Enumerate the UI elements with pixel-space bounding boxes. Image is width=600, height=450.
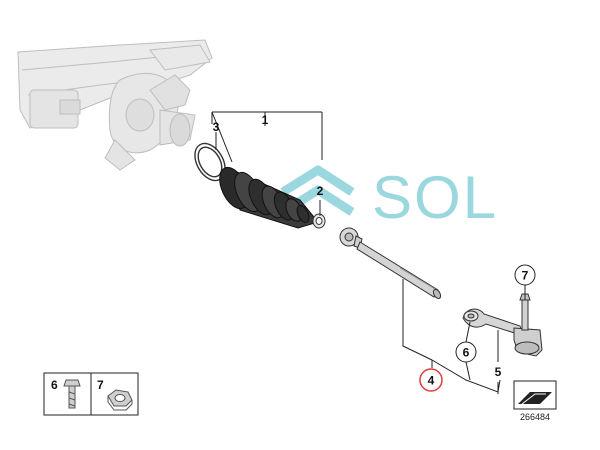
- callout-5-label: 5: [495, 365, 502, 379]
- leader-lines: [211, 111, 526, 394]
- steering-rack-housing: [17, 39, 213, 171]
- hardware-legend: 6 7: [43, 372, 139, 416]
- watermark-text: SOL: [372, 164, 498, 231]
- callout-1-label: 1: [262, 113, 269, 127]
- callout-7-label: 7: [522, 269, 529, 283]
- bolt-icon: [63, 379, 81, 409]
- legend-6-label: 6: [51, 378, 58, 392]
- sol-watermark: SOL: [280, 164, 498, 231]
- legend-7-label: 7: [97, 378, 104, 392]
- reference-number: 266484: [520, 412, 550, 422]
- diagram-reference: 266484: [513, 380, 557, 422]
- tie-rod: [339, 227, 442, 300]
- callout-6-label: 6: [463, 346, 470, 360]
- callout-4: 4: [419, 368, 443, 392]
- callout-4-highlight-circle: [419, 368, 443, 392]
- small-clip: [312, 213, 326, 229]
- callout-2-label: 2: [317, 184, 324, 198]
- callout-3-label: 3: [213, 120, 220, 134]
- tie-rod-end: [462, 308, 543, 357]
- diagram-symbol-icon: [518, 391, 552, 405]
- callout-6: 6: [455, 341, 477, 363]
- steering-boot: [219, 166, 319, 229]
- ball-joint-stud: [519, 293, 531, 331]
- callout-4-label: 4: [428, 374, 435, 388]
- callout-7: 7: [514, 264, 536, 286]
- nut-icon: [107, 389, 133, 411]
